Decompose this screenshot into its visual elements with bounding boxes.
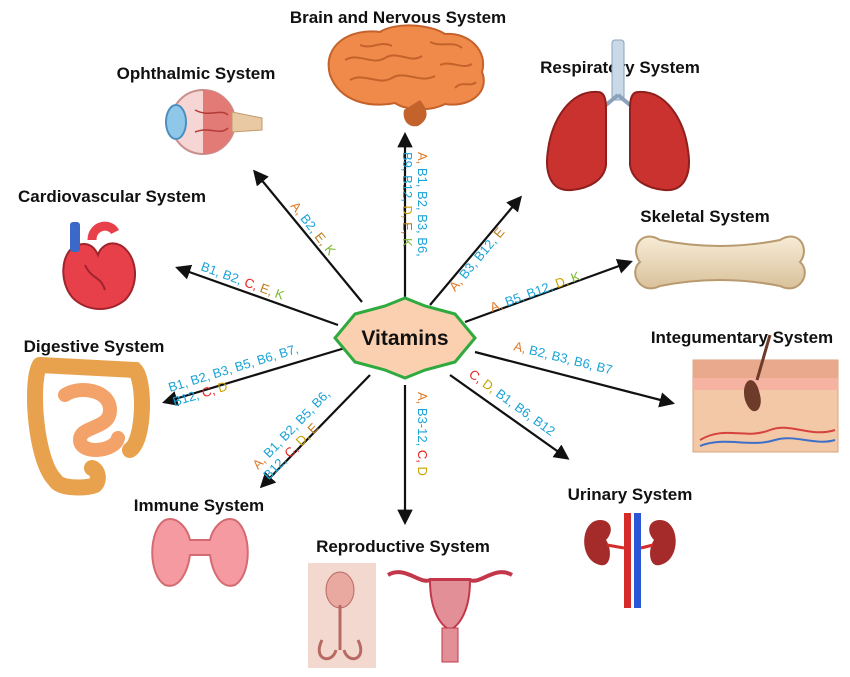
vitamin-run: K [565,268,582,286]
vitamin-run: A, [512,338,528,356]
vitamin-run: D, [400,202,415,219]
title-brain: Brain and Nervous System [290,8,506,27]
reproductive-organs-icon [308,563,514,668]
vitamin-run: D [415,463,430,476]
vitamin-run: B1, B2, B3, B6, [415,164,430,257]
vitamin-run: C, [415,446,430,463]
vitamin-run: A, [415,152,430,164]
center-label: Vitamins [361,327,448,350]
vitamin-run: D [212,378,229,396]
arrows [162,131,675,526]
intestines-icon [27,357,150,496]
center-shape [333,296,477,380]
title-immune: Immune System [134,496,264,515]
thyroid-icon [151,518,249,587]
title-reproductive: Reproductive System [316,537,490,556]
title-cardiovascular: Cardiovascular System [18,187,206,206]
heart-icon [62,221,137,310]
vitamins-skeletal: A, B5, B12, D, K [488,268,582,315]
vitamin-run: B5, B12, [499,278,554,310]
vitamins-urinary: C, D, B1, B6, B12 [466,366,558,438]
vitamin-run: K [400,234,415,247]
vitamin-run: E, [400,219,415,235]
vitamins-reproductive: A, B3-12, C, D [415,392,430,476]
bone-icon [634,235,806,290]
vitamin-run: E, [255,279,275,299]
vitamin-run: B12, [171,387,201,409]
vitamins-respiratory: A, B3, B12, E [446,224,508,294]
brain-icon [327,24,485,127]
arrow-respiratory [429,195,522,306]
vitamin-run: D, [550,273,571,293]
vitamin-run: A, [415,392,430,404]
center-badge: Vitamins [333,296,477,380]
arrow-digestive [162,346,346,406]
vitamins-ophthalmic: A, B2, E, K [288,199,339,259]
vitamins-brain: A, B1, B2, B3, B6,B9, B12, D, E, K [400,152,430,257]
title-urinary: Urinary System [568,485,693,504]
vitamin-run: B3-12, [415,404,430,446]
arrow-urinary [449,374,570,460]
title-integumentary: Integumentary System [651,328,833,347]
vitamin-run: B2, B3, B6, B7 [524,341,614,377]
arrow-cardiovascular [175,264,339,327]
vitamins-immune: A, B1, B2, B5, B6,B12, C, D, E [249,386,343,482]
title-digestive: Digestive System [24,337,165,356]
arrow-integumentary [474,350,675,408]
vitamin-run: C, [196,382,216,401]
skin-icon [692,334,839,453]
title-skeletal: Skeletal System [640,207,769,226]
vitamin-run: B3, B12, [454,234,500,285]
vitamin-run: A, [488,297,505,315]
vitamin-run: K [270,284,287,302]
lungs-icon [546,39,690,192]
kidneys-icon [584,513,676,608]
arrow-ophthalmic [253,169,363,303]
system-titles: Brain and Nervous System Respiratory Sys… [18,8,833,556]
vitamin-run: B9, B12, [400,152,415,202]
vitamins-integumentary: A, B2, B3, B6, B7 [512,338,614,377]
vitamins-digestive: B1, B2, B3, B5, B6, B7,B12, C, D [166,341,304,409]
vitamin-run: C, [239,273,260,293]
arrow-immune [259,374,371,489]
arrow-skeletal [464,258,633,324]
eye-icon [165,89,263,155]
title-ophthalmic: Ophthalmic System [117,64,276,83]
